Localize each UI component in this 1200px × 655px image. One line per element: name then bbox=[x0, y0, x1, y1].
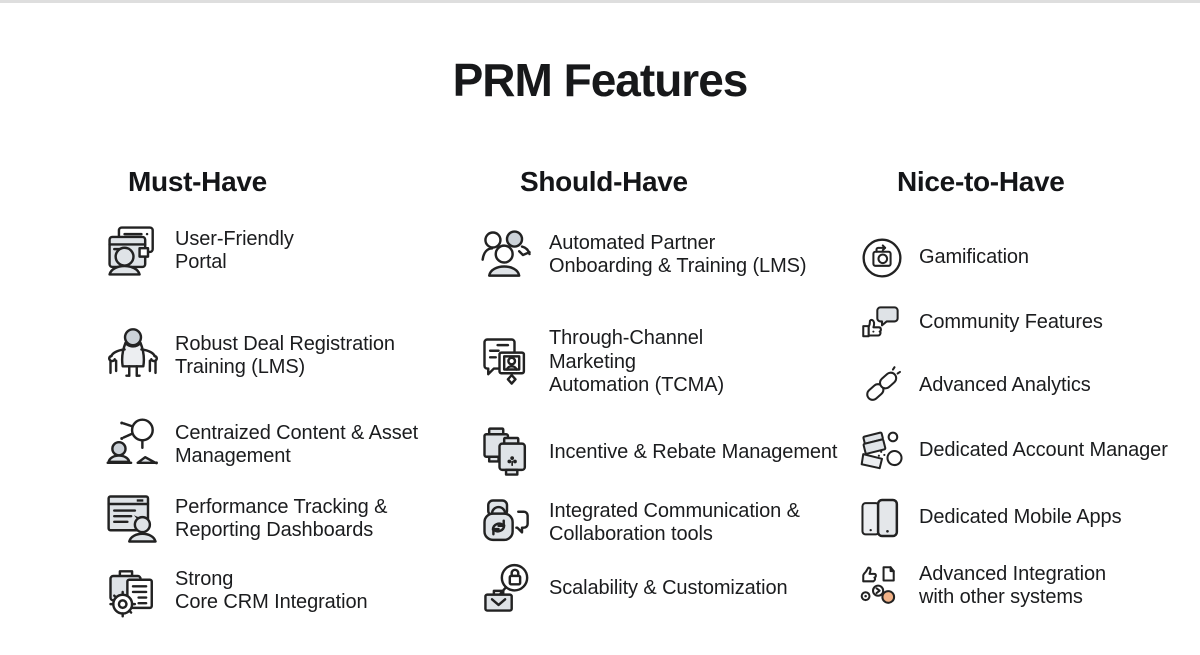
community-icon bbox=[857, 298, 907, 348]
account-manager-icon bbox=[857, 426, 907, 476]
communication-collab-icon bbox=[477, 493, 537, 553]
feature-item-advanced-integration: Advanced Integration with other systems bbox=[857, 561, 1106, 611]
column-must-have: Must-Have User-Friendly Portal Robust De… bbox=[103, 3, 453, 655]
user-portal-icon bbox=[103, 221, 163, 281]
feature-item-deal-registration: Robust Deal Registration Training (LMS) bbox=[103, 326, 395, 386]
feature-item-performance-tracking: Performance Tracking & Reporting Dashboa… bbox=[103, 489, 387, 549]
feature-label: Dedicated Account Manager bbox=[919, 439, 1168, 462]
feature-item-incentive-rebate: Incentive & Rebate Management bbox=[477, 423, 837, 483]
feature-label: Scalability & Customization bbox=[549, 577, 788, 600]
feature-item-scalability: Scalability & Customization bbox=[477, 559, 788, 619]
column-header-should-have: Should-Have bbox=[520, 166, 688, 197]
feature-item-account-manager: Dedicated Account Manager bbox=[857, 426, 1168, 476]
incentive-rebate-icon bbox=[477, 423, 537, 483]
performance-tracking-icon bbox=[103, 489, 163, 549]
feature-label: Advanced Integration with other systems bbox=[919, 562, 1107, 609]
column-nice-to-have: Nice-to-Have Gamification Community Feat… bbox=[857, 3, 1200, 655]
feature-label: Integrated Communication & Collaboration… bbox=[549, 499, 800, 546]
partner-onboarding-icon bbox=[477, 225, 537, 285]
feature-label: Incentive & Rebate Management bbox=[549, 441, 838, 464]
feature-item-tcma: Through-Channel Marketing Automation (TC… bbox=[477, 327, 724, 398]
content-asset-icon bbox=[103, 415, 163, 475]
feature-item-analytics: Advanced Analytics bbox=[857, 361, 1091, 411]
analytics-icon bbox=[857, 361, 907, 411]
feature-label: User-Friendly Portal bbox=[175, 227, 294, 274]
feature-label: Gamification bbox=[919, 246, 1029, 269]
feature-item-crm-integration: Strong Core CRM Integration bbox=[103, 561, 368, 621]
feature-item-gamification: Gamification bbox=[857, 233, 1029, 283]
tcma-icon bbox=[477, 332, 537, 392]
feature-label: Advanced Analytics bbox=[919, 374, 1091, 397]
feature-label: Dedicated Mobile Apps bbox=[919, 506, 1122, 529]
feature-item-mobile-apps: Dedicated Mobile Apps bbox=[857, 493, 1122, 543]
column-header-must-have: Must-Have bbox=[128, 166, 267, 197]
feature-item-communication-collab: Integrated Communication & Collaboration… bbox=[477, 493, 800, 553]
column-header-nice-to-have: Nice-to-Have bbox=[897, 166, 1065, 197]
feature-label: Community Features bbox=[919, 311, 1103, 334]
feature-item-content-asset: Centraized Content & Asset Management bbox=[103, 415, 418, 475]
integration-icon bbox=[857, 561, 907, 611]
column-should-have: Should-Have Automated Partner Onboarding… bbox=[477, 3, 857, 655]
feature-label: Centraized Content & Asset Management bbox=[175, 421, 419, 468]
feature-label: Automated Partner Onboarding & Training … bbox=[549, 231, 807, 278]
mobile-apps-icon bbox=[857, 493, 907, 543]
feature-label: Strong Core CRM Integration bbox=[175, 567, 368, 614]
feature-label: Through-Channel Marketing Automation (TC… bbox=[549, 327, 725, 396]
feature-item-user-friendly-portal: User-Friendly Portal bbox=[103, 221, 294, 281]
scalability-icon bbox=[477, 559, 537, 619]
deal-registration-icon bbox=[103, 326, 163, 386]
feature-label: Performance Tracking & Reporting Dashboa… bbox=[175, 495, 388, 542]
feature-label: Robust Deal Registration Training (LMS) bbox=[175, 332, 395, 379]
feature-item-community: Community Features bbox=[857, 298, 1103, 348]
gamification-icon bbox=[857, 233, 907, 283]
page-title: PRM Features bbox=[452, 54, 749, 106]
feature-item-partner-onboarding: Automated Partner Onboarding & Training … bbox=[477, 225, 807, 285]
crm-integration-icon bbox=[103, 561, 163, 621]
